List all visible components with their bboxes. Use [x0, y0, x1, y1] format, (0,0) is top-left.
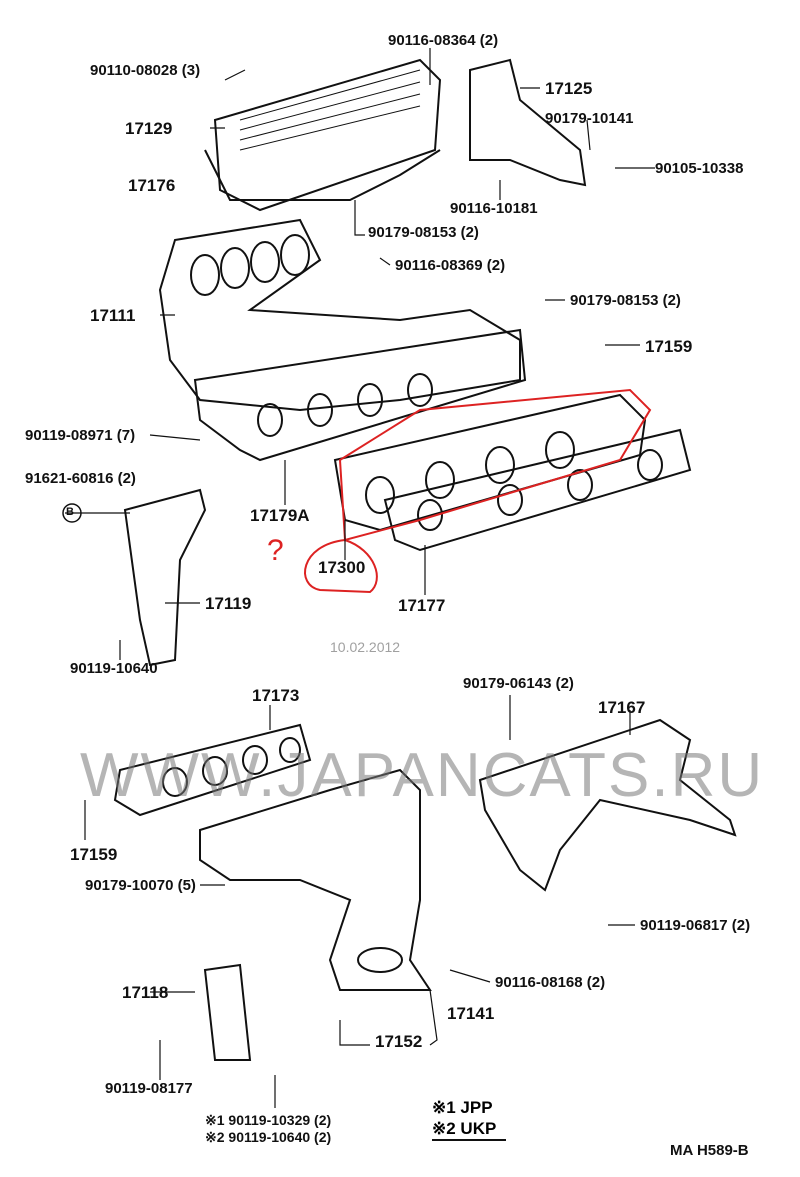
bracket-17125-part: [469, 58, 587, 187]
bracket-17119-part: [123, 488, 207, 667]
part-label: 90110-08028 (3): [90, 62, 201, 79]
part-label: 17177: [398, 596, 446, 615]
part-label: 17179A: [250, 506, 310, 525]
part-label: 17173: [252, 686, 300, 705]
circle-ref-marker: [62, 503, 82, 523]
manifold-17300-part: [333, 393, 647, 532]
part-label: 17118: [122, 983, 169, 1002]
part-label: 17152: [375, 1032, 423, 1051]
part-label: 90119-08971 (7): [25, 427, 136, 444]
part-label: 90179-08153 (2): [570, 292, 681, 309]
part-label: 17159: [70, 845, 118, 864]
part-label: 17125: [545, 79, 593, 98]
part-label: 17176: [128, 176, 176, 195]
intake-plenum-part: [204, 58, 442, 212]
heat-insulator-part: [478, 718, 737, 892]
part-label: 17129: [125, 119, 173, 138]
gasket-17177-part: [383, 428, 692, 552]
part-label: 17141: [447, 1004, 495, 1023]
red-annotation-outline: [304, 388, 652, 594]
part-label: 90119-10640: [70, 660, 158, 677]
variant-legend: ※1 JPP ※2 UKP: [432, 1097, 507, 1141]
part-label: 17167: [598, 698, 646, 717]
part-label: 17111: [90, 306, 136, 325]
diagram-code: MA H589-B: [670, 1142, 749, 1159]
part-label: 90179-08153 (2): [368, 224, 479, 241]
part-label: 90116-08168 (2): [495, 974, 606, 991]
part-label: 90179-10070 (5): [85, 877, 196, 894]
gasket-17179a-part: [193, 328, 527, 462]
part-label: 91621-60816 (2): [25, 470, 136, 487]
circle-ref-letter: B: [66, 506, 74, 518]
part-label: ※2 90119-10640 (2): [205, 1129, 332, 1145]
intake-manifold-part: [158, 218, 521, 412]
watermark-date: 10.02.2012: [330, 639, 401, 655]
part-label: 90119-08177: [105, 1080, 193, 1097]
part-label: 90116-08364 (2): [388, 32, 499, 49]
part-label: 90116-08369 (2): [395, 257, 506, 274]
leader-lines: [65, 48, 655, 1108]
part-label: 90179-10141: [545, 110, 634, 127]
gasket-17173-part: [113, 723, 312, 817]
bracket-17118-part: [203, 963, 252, 1061]
part-label: ※1 90119-10329 (2): [205, 1112, 332, 1128]
part-label: 90119-06817 (2): [640, 917, 751, 934]
part-label: 17119: [205, 594, 252, 613]
legend-item-ukp: ※2 UKP: [432, 1119, 497, 1138]
legend-item-jpp: ※1 JPP: [432, 1098, 493, 1117]
part-label: 90116-10181: [450, 200, 538, 217]
part-label: 90105-10338: [655, 160, 744, 177]
part-label: 90179-06143 (2): [463, 675, 574, 692]
watermark: WWW.JAPANCATS.RU: [80, 741, 765, 810]
exhaust-manifold-part: [199, 768, 432, 991]
part-label: 17300: [318, 558, 366, 577]
question-annotation: ?: [267, 534, 284, 567]
part-label: 17159: [645, 337, 693, 356]
